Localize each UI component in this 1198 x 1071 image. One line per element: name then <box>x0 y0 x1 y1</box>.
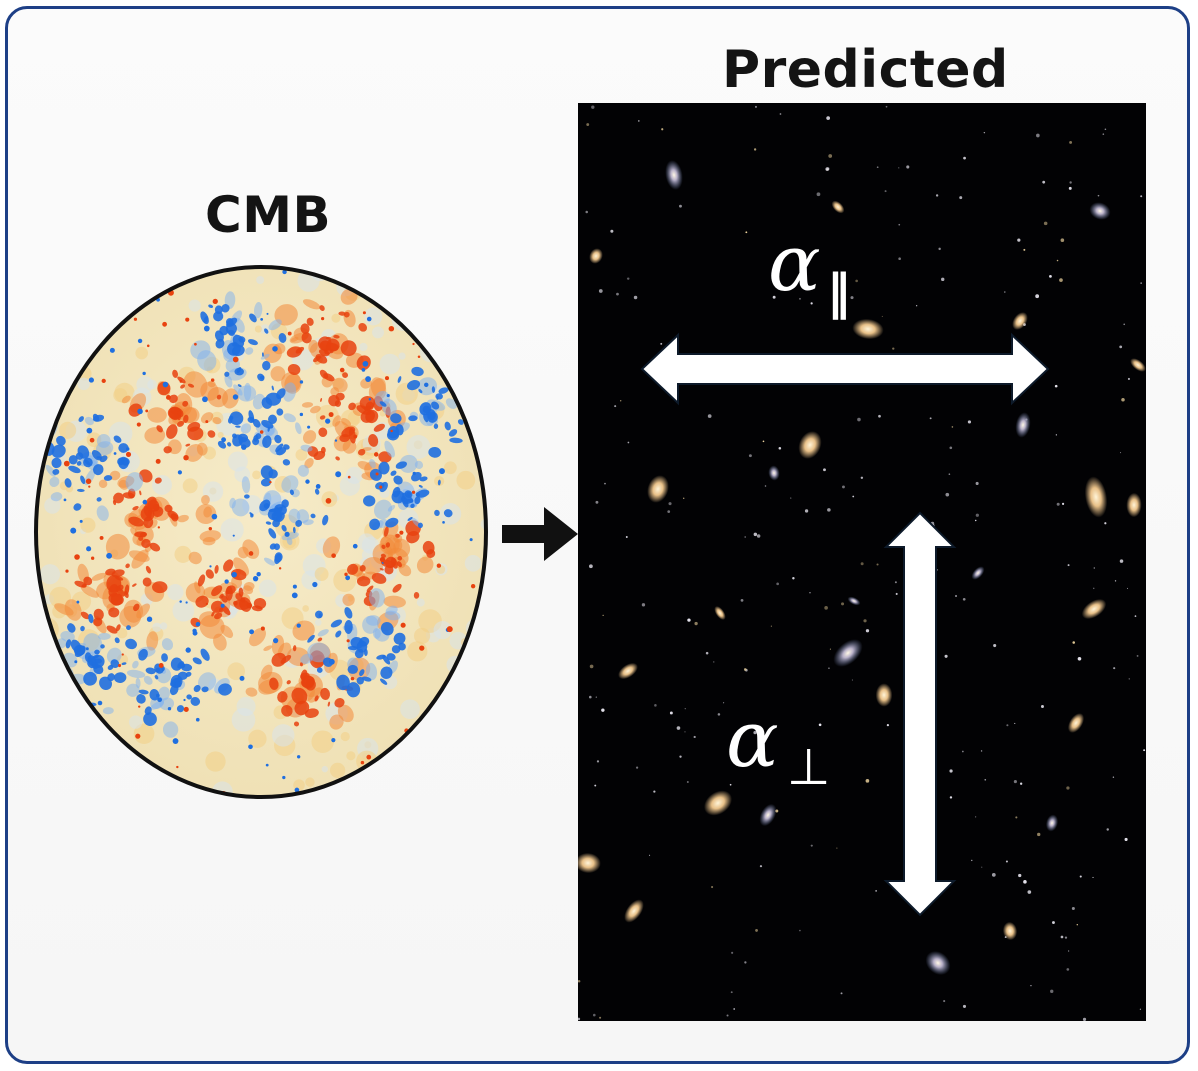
alpha-perpendicular-subscript: ⊥ <box>786 738 831 796</box>
alpha-parallel-symbol: α <box>768 219 821 309</box>
parallel-arrow <box>640 332 1050 406</box>
predicted-title: Predicted <box>722 40 1009 100</box>
alpha-perpendicular-symbol: α <box>726 695 779 785</box>
alpha-perpendicular-label: α⊥ <box>726 701 830 792</box>
cmb-map <box>34 265 488 799</box>
galaxy-field <box>578 105 1146 1021</box>
alpha-parallel-subscript: ‖ <box>826 264 851 320</box>
predicted-sky-panel: α‖ α⊥ <box>578 103 1146 1021</box>
perpendicular-arrow <box>883 511 957 917</box>
cmb-outline <box>34 265 488 799</box>
alpha-parallel-label: α‖ <box>768 225 851 316</box>
right-arrow-icon <box>502 507 578 561</box>
cmb-title: CMB <box>205 186 332 244</box>
